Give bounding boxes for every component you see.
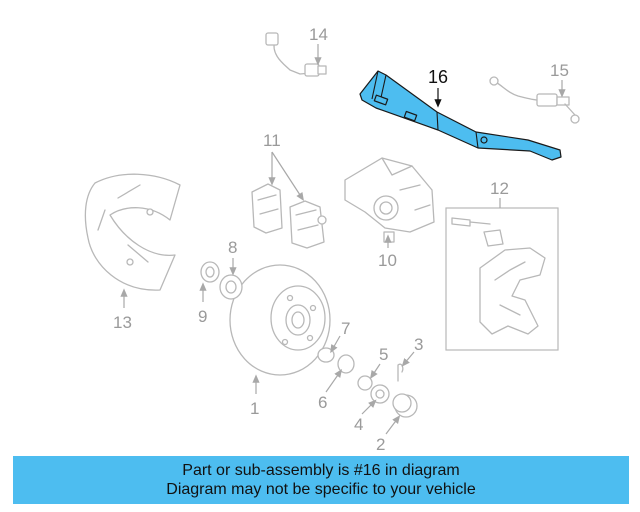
part-2-dust-cap	[392, 393, 418, 418]
part-5-cap	[357, 375, 373, 391]
callout-5: 5	[379, 345, 388, 364]
callout-15: 15	[550, 61, 569, 80]
callout-13: 13	[113, 313, 132, 332]
part-13-dust-shield	[84, 173, 181, 291]
part-3-cotter-pin	[397, 363, 404, 382]
caption-banner: Part or sub-assembly is #16 in diagram D…	[13, 456, 629, 504]
callout-6: 6	[318, 393, 327, 412]
callout-1: 1	[250, 399, 259, 418]
callout-8: 8	[228, 238, 237, 257]
part-10-caliper	[344, 157, 435, 243]
caption-line-2: Diagram may not be specific to your vehi…	[166, 481, 476, 498]
part-7-washer	[317, 347, 335, 363]
part-1-rotor	[229, 264, 331, 376]
callout-7: 7	[341, 319, 350, 338]
part-6-nut	[337, 354, 355, 374]
part-4-nut	[370, 384, 390, 404]
callout-11: 11	[263, 131, 281, 150]
part-14-brake-hose	[265, 32, 327, 77]
part-12-bracket-kit	[445, 207, 559, 351]
callout-16: 16	[428, 67, 448, 87]
callout-4: 4	[354, 415, 363, 434]
callout-2: 2	[376, 435, 385, 454]
leader-lines	[120, 44, 566, 435]
callout-3: 3	[414, 335, 423, 354]
part-15-sensor-cable	[489, 76, 580, 124]
part-11-brake-pads	[251, 183, 327, 249]
callout-10: 10	[378, 251, 397, 270]
callout-12: 12	[490, 179, 509, 198]
callout-9: 9	[198, 307, 207, 326]
part-9-seal	[200, 261, 220, 283]
part-16-bracket-highlighted	[359, 70, 562, 161]
caption-line-1: Part or sub-assembly is #16 in diagram	[182, 462, 460, 479]
part-8-bearing	[219, 274, 243, 300]
callout-14: 14	[309, 25, 328, 44]
